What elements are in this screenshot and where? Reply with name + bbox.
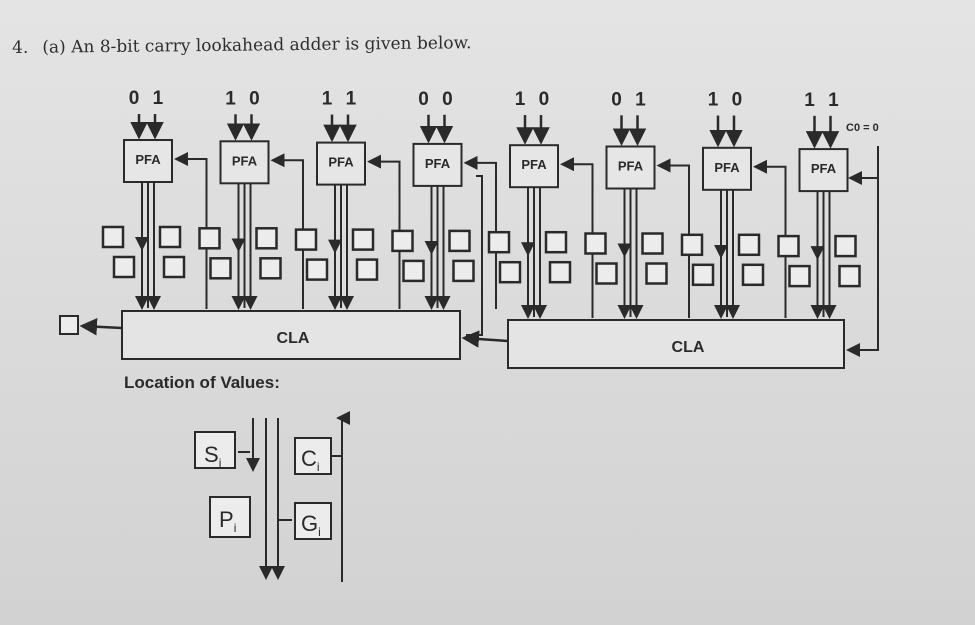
carry-in-line-1	[753, 159, 787, 318]
propagate-box-4[interactable]	[402, 259, 425, 283]
propagate-box-0[interactable]	[788, 264, 811, 288]
sum-box-1[interactable]	[680, 233, 704, 257]
generate-box-3[interactable]	[548, 260, 572, 284]
propagate-box-7[interactable]	[112, 255, 136, 279]
carry-box-4[interactable]	[448, 229, 471, 253]
pfa-box-5	[316, 141, 366, 186]
carry-in-line-4	[463, 155, 497, 309]
input-bits-5: 1 1	[322, 89, 360, 110]
pfa-label-1: PFA	[714, 160, 740, 175]
generate-box-2[interactable]	[645, 262, 668, 285]
propagate-box-5[interactable]	[305, 258, 329, 281]
svg-text:Pi: Pi	[219, 507, 236, 535]
propagate-box-6[interactable]	[209, 257, 232, 280]
pfa-box-2	[605, 145, 656, 190]
pfa-label-3: PFA	[521, 157, 547, 172]
c0-feed-line	[846, 146, 879, 357]
generate-box-0[interactable]	[838, 264, 861, 288]
carry-box-3[interactable]	[544, 230, 568, 254]
propagate-box-3[interactable]	[498, 260, 522, 284]
cla-block-right	[507, 319, 845, 369]
input-bits-0: 1 1	[804, 90, 842, 111]
propagate-box-1[interactable]	[691, 263, 715, 287]
cla-label-right: CLA	[672, 339, 705, 356]
svg-text:Si: Si	[204, 442, 221, 470]
sum-box-6[interactable]	[198, 227, 221, 250]
carry-box-6[interactable]	[255, 227, 278, 250]
legend-s-label: S	[204, 442, 219, 467]
legend-c-sub: i	[317, 460, 320, 474]
legend-s-sub: i	[219, 456, 222, 470]
propagate-box-2[interactable]	[595, 262, 618, 285]
legend-p-label: P	[219, 507, 234, 532]
legend-c-label: C	[301, 446, 317, 471]
carry-in-line-6	[270, 153, 304, 309]
carry-box-0[interactable]	[834, 234, 857, 258]
sum-box-2[interactable]	[584, 232, 607, 255]
cla-block-left	[121, 310, 461, 360]
generate-box-1[interactable]	[741, 263, 765, 287]
carry-out-arrow	[79, 318, 123, 336]
carry-out-box[interactable]	[59, 315, 79, 335]
input-bits-1: 1 0	[708, 90, 746, 111]
legend-g-box	[294, 502, 332, 540]
input-bits-7: 0 1	[129, 88, 167, 109]
adder-stages: 0 1 PFA 1 0 PFA 1 1 PFA 0 0 PFA 1 0 PFA 0 1 PFA 1 0 P…	[101, 88, 861, 319]
carry-box-5[interactable]	[351, 228, 375, 251]
carry-in-line-3	[560, 157, 594, 318]
static-wiring: CLA CLA C0 = 0 Location of Values: Si Pi	[59, 122, 879, 582]
legend-title: Location of Values:	[124, 373, 280, 392]
cla-carry-arrow	[461, 330, 509, 348]
input-bits-2: 0 1	[611, 89, 649, 110]
input-bits-6: 1 0	[225, 88, 263, 109]
generate-box-7[interactable]	[162, 255, 186, 279]
carry-box-1[interactable]	[737, 233, 761, 257]
sum-box-7[interactable]	[101, 225, 125, 249]
carry-box-7[interactable]	[158, 225, 182, 249]
carry-in-label: C0 = 0	[846, 122, 879, 134]
sum-box-5[interactable]	[294, 228, 318, 251]
legend-g-sub: i	[318, 525, 321, 539]
generate-box-6[interactable]	[259, 257, 282, 280]
svg-text:Ci: Ci	[301, 446, 320, 474]
pfa-label-5: PFA	[328, 155, 354, 170]
carry-in-line-5	[367, 154, 401, 309]
carry-in-line-7	[174, 152, 208, 309]
pfa-box-1	[702, 146, 752, 191]
sum-box-0[interactable]	[777, 234, 800, 258]
sum-box-3[interactable]	[487, 230, 511, 254]
legend-s-box	[194, 431, 236, 469]
pfa-label-4: PFA	[425, 156, 451, 171]
legend-p-sub: i	[234, 521, 237, 535]
pfa-label-0: PFA	[811, 161, 837, 176]
generate-box-4[interactable]	[452, 259, 475, 283]
input-bits-3: 1 0	[515, 89, 553, 110]
sum-box-4[interactable]	[391, 229, 414, 253]
legend-figure: Si Pi Ci Gi	[194, 411, 350, 582]
cla-label-left: CLA	[277, 330, 310, 347]
input-bits-4: 0 0	[418, 89, 456, 110]
carry-in-line-2	[656, 158, 690, 318]
pfa-label-7: PFA	[135, 152, 161, 167]
legend-g-label: G	[301, 511, 318, 536]
generate-box-5[interactable]	[355, 258, 379, 281]
pfa-label-6: PFA	[232, 153, 258, 168]
pfa-label-2: PFA	[618, 159, 644, 174]
legend-c-line	[336, 411, 350, 582]
cla-to-pfa4-carry	[466, 175, 483, 336]
legend-p-box	[209, 496, 251, 538]
carry-box-2[interactable]	[641, 232, 664, 255]
svg-text:Gi: Gi	[301, 511, 321, 539]
